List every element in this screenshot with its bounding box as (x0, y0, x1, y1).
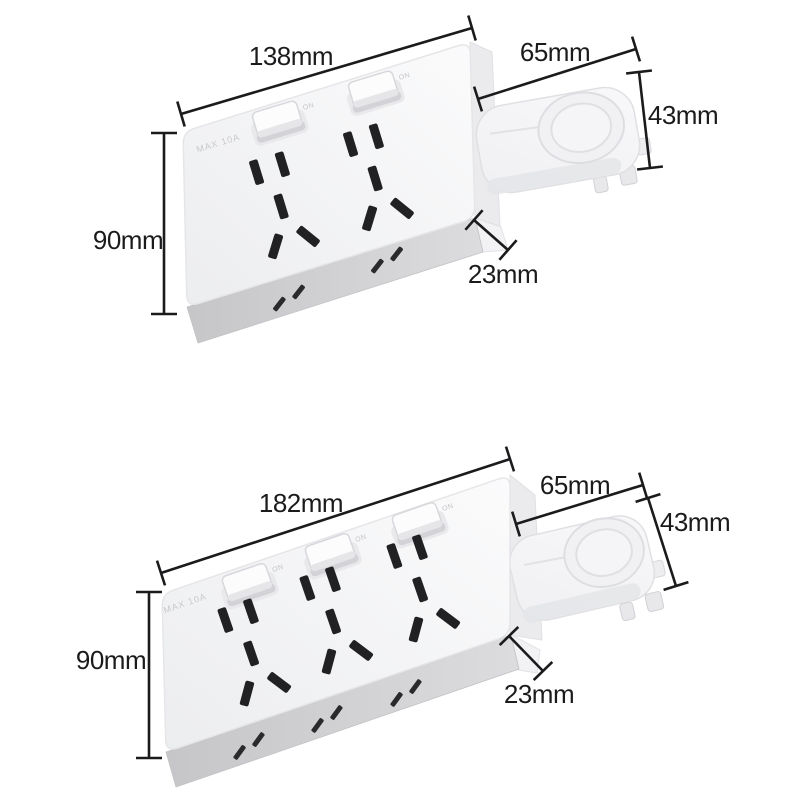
switch-on-mark: ON (302, 102, 315, 112)
socket-slot (371, 258, 384, 274)
dimension-label-arm-width: 43mm (660, 507, 730, 537)
socket-slot (330, 705, 343, 720)
dimensions-3-socket: 182mm 90mm 65mm 43mm 23mm (76, 446, 731, 760)
plug-arm (475, 86, 652, 195)
dimension-line-arm-width (635, 492, 689, 592)
underside-socket-pair (390, 679, 422, 707)
socket-slot (274, 151, 290, 178)
rocker-switch: ON (346, 70, 411, 116)
switch-on-mark: ON (355, 534, 368, 544)
dimension-line-body-width (176, 15, 477, 127)
socket-slot (367, 165, 383, 192)
socket-slot (268, 233, 284, 260)
socket-slot (349, 640, 374, 661)
socket-5hole-unit (343, 123, 414, 232)
socket-slot (311, 718, 324, 733)
dimension-label-body-depth: 23mm (504, 679, 574, 709)
dimension-label-body-depth: 23mm (468, 259, 538, 289)
socket-slot (390, 197, 414, 219)
dimension-label-arm-length: 65mm (520, 37, 590, 67)
rocker-switch: ON (221, 562, 285, 610)
socket-slot (343, 131, 359, 157)
underside-socket-pair (371, 246, 403, 274)
socket-slot (233, 745, 246, 760)
socket-slot (252, 732, 265, 747)
socket-slot (390, 246, 403, 262)
socket-slot (217, 607, 234, 633)
socket-5hole-unit (299, 566, 374, 675)
dimension-line-body-depth (498, 625, 554, 682)
product-3-socket: MAX 10A ON ON ON (161, 473, 666, 788)
socket-slot (243, 640, 259, 667)
socket-slot (362, 205, 378, 232)
socket-slot (408, 616, 424, 643)
socket-slot (273, 193, 289, 220)
dimension-line-arm-length (472, 36, 642, 112)
switch-cap-edge (353, 88, 399, 108)
dimension-line-body-height (136, 590, 162, 760)
dimension-line-arm-length (510, 472, 649, 537)
socket-5hole-unit (249, 151, 320, 260)
dimension-line-body-height (151, 131, 177, 316)
socket-slot (409, 679, 422, 694)
switch-cap-edge (398, 520, 443, 541)
rocker-switch: ON (391, 501, 455, 549)
socket-slot (296, 225, 320, 247)
socket-slot (239, 680, 255, 707)
socket-slot (299, 575, 316, 601)
plug-rotor-disc-inner (575, 528, 633, 577)
socket-slot (412, 576, 428, 603)
product-2-socket: MAX 10A ON ON (182, 41, 652, 344)
socket-slot (273, 296, 286, 312)
dimension-label-arm-length: 65mm (540, 470, 610, 500)
dimensions-2-socket: 138mm 90mm 65mm 43mm 23mm (93, 15, 719, 316)
dimension-line-arm-width (625, 69, 664, 171)
dimension-line-body-width (155, 446, 516, 586)
socket-slot (325, 608, 341, 635)
socket-slot (436, 608, 461, 629)
switch-cap-edge (311, 551, 356, 572)
socket-slot (325, 566, 341, 592)
rocker-switch: ON (250, 100, 315, 146)
plug-pin (619, 601, 636, 622)
switch-cap-edge (257, 118, 303, 138)
rocker-switch: ON (304, 532, 368, 580)
socket-slot (386, 543, 403, 569)
socket-slot (321, 648, 337, 675)
dimension-label-body-height: 90mm (76, 645, 146, 675)
dimension-label-arm-width: 43mm (648, 100, 718, 130)
plug-arm (508, 515, 666, 623)
dimension-label-body-height: 90mm (93, 225, 163, 255)
socket-slot (243, 598, 259, 624)
socket-5hole-unit (217, 598, 292, 707)
socket-slot (249, 159, 265, 185)
switch-cap-edge (228, 581, 273, 602)
dimension-label-body-width: 138mm (249, 41, 333, 71)
socket-slot (412, 534, 428, 560)
underside-socket-pair (233, 732, 265, 760)
arm-underside-shade (487, 157, 622, 195)
socket-slot (292, 284, 305, 300)
switch-on-mark: ON (442, 503, 455, 513)
plug-rotor-disc-inner (550, 102, 613, 153)
arm-groove-line (489, 126, 540, 135)
dimension-label-body-width: 182mm (259, 488, 343, 518)
dimension-line-body-depth (464, 209, 518, 261)
socket-slot (390, 692, 403, 707)
underside-socket-pair (273, 284, 305, 312)
plug-pin (644, 591, 665, 613)
socket-slot (267, 672, 292, 693)
switch-on-mark: ON (272, 564, 285, 574)
body-front-face (182, 44, 476, 305)
arm-underside-shade (523, 583, 641, 623)
switch-on-mark: ON (398, 72, 411, 82)
socket-slot (368, 123, 384, 150)
underside-socket-pair (311, 705, 343, 733)
socket-5hole-unit (386, 534, 461, 643)
